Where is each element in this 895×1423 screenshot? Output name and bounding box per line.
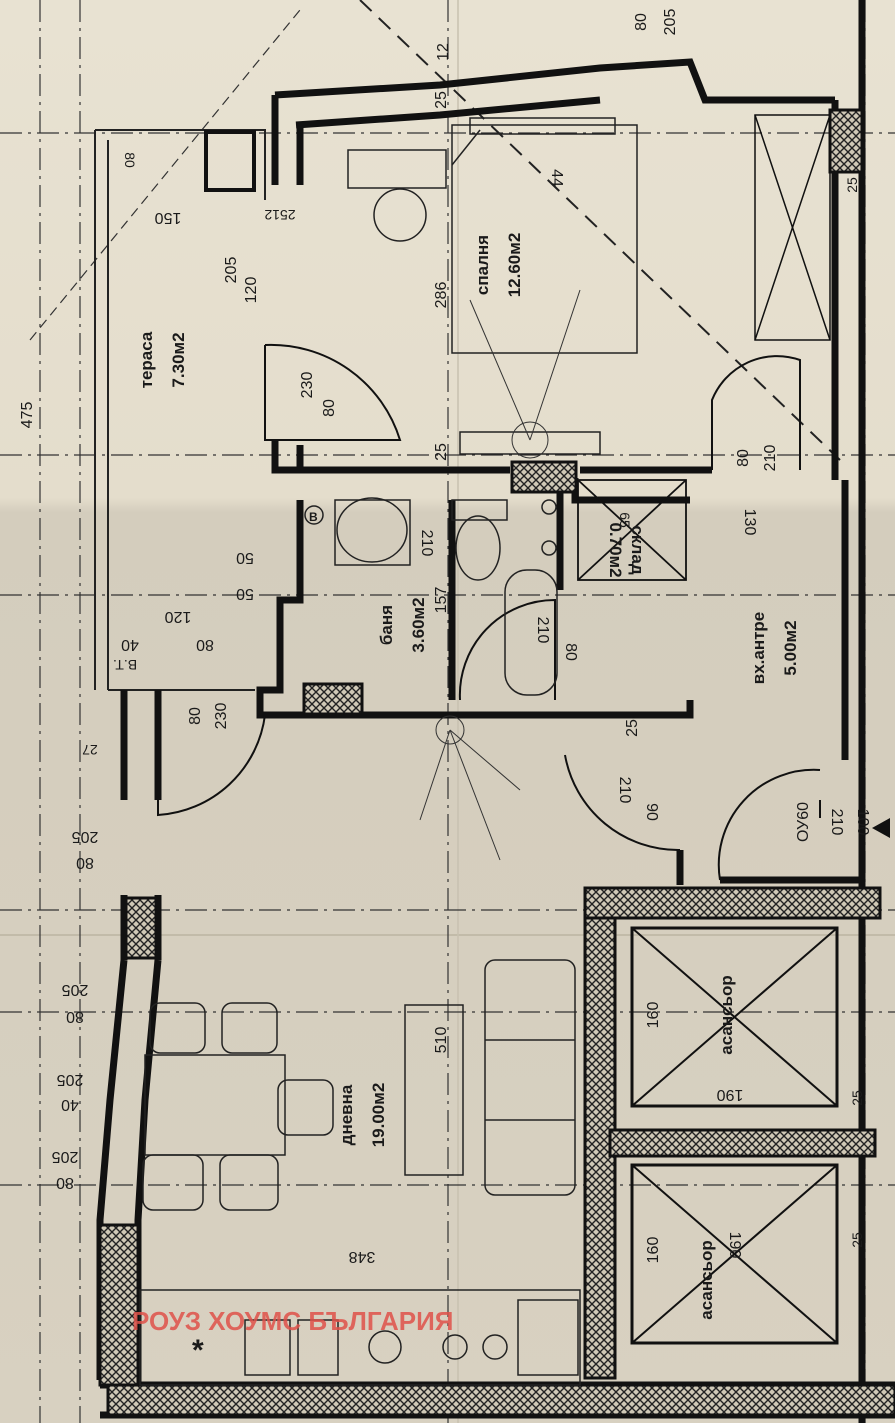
dim-25-b: 25 [433, 443, 450, 461]
entrance-marker [872, 818, 890, 838]
dim-205-l3: 205 [57, 1071, 84, 1088]
dim-190-b: 190 [726, 1232, 743, 1259]
dim-130: 130 [741, 509, 758, 536]
dim-205-top: 205 [662, 9, 679, 36]
dim-190-a: 190 [717, 1086, 744, 1103]
dim-vt: В.Т. [113, 657, 137, 673]
elevator-top-name: асансьор [717, 975, 736, 1055]
dim-25-d: 25 [624, 719, 641, 737]
storage-name: склад [628, 525, 647, 574]
storage-box [577, 479, 687, 581]
dim-25-e: 25 [849, 1090, 865, 1106]
dim-157: 157 [433, 587, 450, 614]
dim-475: 475 [19, 402, 36, 429]
structural-columns [98, 108, 895, 1417]
living-area: 19.00м2 [369, 1083, 388, 1148]
dim-210-b: 210 [534, 617, 551, 644]
storage-area: 0.70м2 [606, 522, 625, 577]
dim-210-hall: 210 [762, 445, 779, 472]
boiler-symbol: B [309, 510, 318, 524]
dim-90-e: 90 [643, 803, 660, 821]
dim-65: 65 [617, 512, 633, 528]
dim-80-liv: 80 [187, 707, 204, 725]
dim-205-t: 205 [223, 257, 240, 284]
dim-80-l4: 80 [56, 1174, 74, 1191]
dim-80-terrace: 80 [122, 152, 138, 168]
dim-80-top: 80 [633, 13, 650, 31]
dim-510: 510 [433, 1027, 450, 1054]
dim-120-t: 120 [243, 277, 260, 304]
dim-25-a: 25 [433, 91, 450, 109]
dim-80-b: 80 [562, 643, 579, 661]
elevator-bottom-name: асансьор [697, 1240, 716, 1320]
living-name: дневна [337, 1084, 356, 1145]
wardrobe [754, 114, 831, 341]
dim-230-liv: 230 [213, 703, 230, 730]
dim-80-l2: 80 [66, 1008, 84, 1025]
dim-160-a: 160 [645, 1002, 662, 1029]
bathroom-name: баня [377, 605, 396, 645]
dim-230-t: 230 [299, 372, 316, 399]
diagonal-dashed-line [359, 0, 841, 461]
hall-area: 5.00м2 [781, 620, 800, 675]
asterisk-symbol: * [192, 1334, 204, 1367]
dim-oy60: ОУ60 [795, 802, 812, 842]
living-furniture [142, 959, 576, 1211]
dim-25-f: 25 [849, 1232, 865, 1248]
dim-2512: 2512 [264, 207, 295, 223]
bathroom-fixtures [304, 497, 558, 696]
dim-27: 27 [82, 742, 98, 758]
dim-80-door: 80 [321, 399, 338, 417]
dim-12: 12 [435, 43, 452, 61]
kitchen-counter [139, 1289, 581, 1386]
bed [347, 117, 638, 455]
dim-80-l1: 80 [76, 854, 94, 871]
watermark-text: РОУЗ ХОУМС БЪЛГАРИЯ [132, 1306, 453, 1336]
terrace-column [204, 130, 256, 192]
dim-50-a: 50 [236, 549, 254, 566]
dim-150: 150 [155, 209, 182, 226]
terrace-outline [94, 129, 266, 691]
elevator-shafts [630, 926, 839, 1345]
bedroom-name: спалня [473, 235, 492, 295]
door-swings [157, 343, 821, 881]
dim-100-f: 100 [854, 809, 871, 836]
bedroom-area: 12.60м2 [505, 233, 524, 298]
dim-210-bath: 210 [418, 530, 435, 557]
dim-40-l3: 40 [61, 1096, 79, 1113]
dim-44: 44 [548, 169, 565, 187]
dim-50-b: 50 [236, 585, 254, 602]
dim-286: 286 [433, 282, 450, 309]
dim-80-hall: 80 [735, 449, 752, 467]
dim-80-mid: 80 [196, 636, 214, 653]
dim-205-l1: 205 [72, 828, 99, 845]
bathroom-area: 3.60м2 [409, 597, 428, 652]
dim-25-c: 25 [844, 177, 860, 193]
dim-205-l2: 205 [62, 981, 89, 998]
dim-120-mid: 120 [165, 608, 192, 625]
dim-205-l4: 205 [52, 1148, 79, 1165]
dim-210-e: 210 [616, 777, 633, 804]
hall-name: вх.антре [749, 612, 768, 685]
dim-348: 348 [349, 1248, 376, 1265]
light-fixtures [419, 289, 581, 861]
dim-160-b: 160 [645, 1237, 662, 1264]
terrace-name: тераса [137, 331, 156, 388]
dim-40-mid: 40 [121, 636, 139, 653]
terrace-area: 7.30м2 [169, 332, 188, 387]
diagonal-terrace-line [29, 9, 301, 341]
dim-210-f: 210 [828, 809, 845, 836]
